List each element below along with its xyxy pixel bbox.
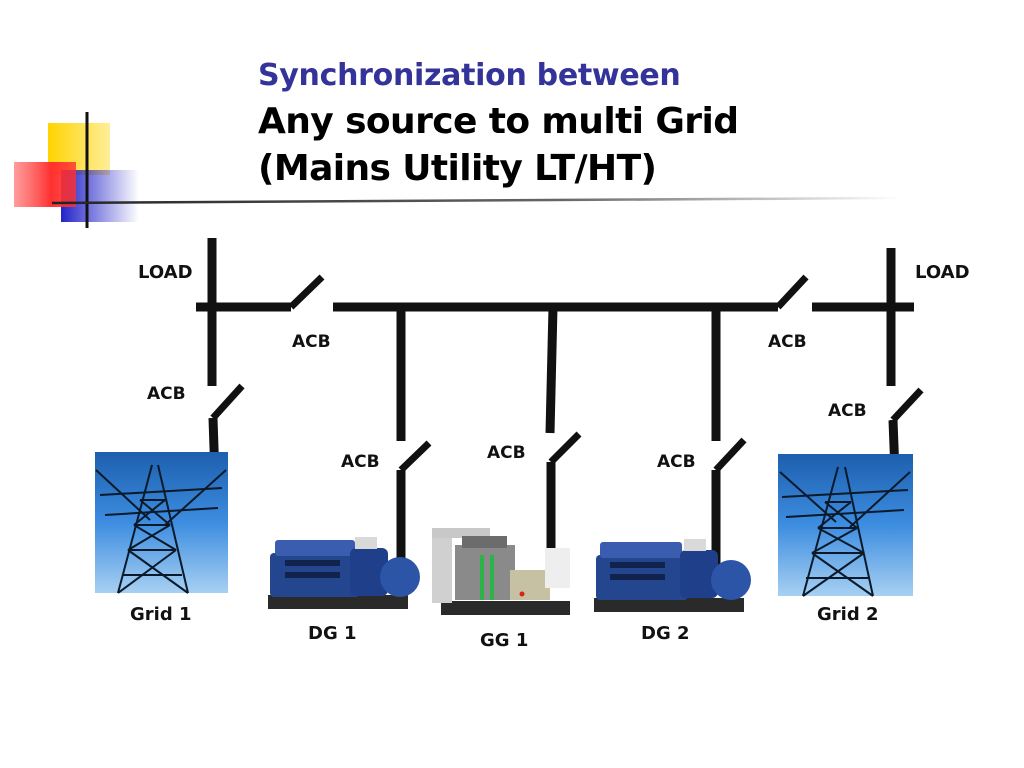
acb-switch-dg2 xyxy=(713,437,747,473)
gg1-generator-image xyxy=(432,528,570,615)
acb-switch-right-bus xyxy=(775,274,809,310)
acb-label-grid1: ACB xyxy=(147,384,186,404)
acb-label-grid2: ACB xyxy=(828,401,867,421)
acb-label-left-bus: ACB xyxy=(292,332,331,352)
acb-label-dg1: ACB xyxy=(341,452,380,472)
grid2-tower-image xyxy=(778,454,913,597)
source-label-grid2: Grid 2 xyxy=(817,604,879,625)
acb-label-gg1: ACB xyxy=(487,443,526,463)
source-label-gg1: GG 1 xyxy=(480,630,529,651)
bus-bar xyxy=(196,238,914,441)
deco-red-square xyxy=(14,162,76,207)
dg1-generator-image xyxy=(268,537,420,609)
slide-title-line2: Any source to multi Grid xyxy=(258,101,739,142)
acb-switch-grid2 xyxy=(890,387,924,423)
source-label-dg2: DG 2 xyxy=(641,623,690,644)
source-label-dg1: DG 1 xyxy=(308,623,357,644)
grid1-tower-image xyxy=(95,452,228,594)
load-label-right: LOAD xyxy=(915,262,970,283)
title-rule xyxy=(51,196,901,205)
acb-switch-grid1 xyxy=(210,383,245,421)
slide-title-line3: (Mains Utility LT/HT) xyxy=(258,148,657,189)
dg2-generator-image xyxy=(594,539,751,612)
acb-switch-dg1 xyxy=(398,440,432,473)
acb-label-dg2: ACB xyxy=(657,452,696,472)
acb-switch-left-bus xyxy=(288,274,325,310)
acb-switch-gg1 xyxy=(548,431,582,465)
source-label-grid1: Grid 1 xyxy=(130,604,192,625)
slide-title-line1: Synchronization between xyxy=(258,58,681,93)
load-label-left: LOAD xyxy=(138,262,193,283)
acb-label-right-bus: ACB xyxy=(768,332,807,352)
